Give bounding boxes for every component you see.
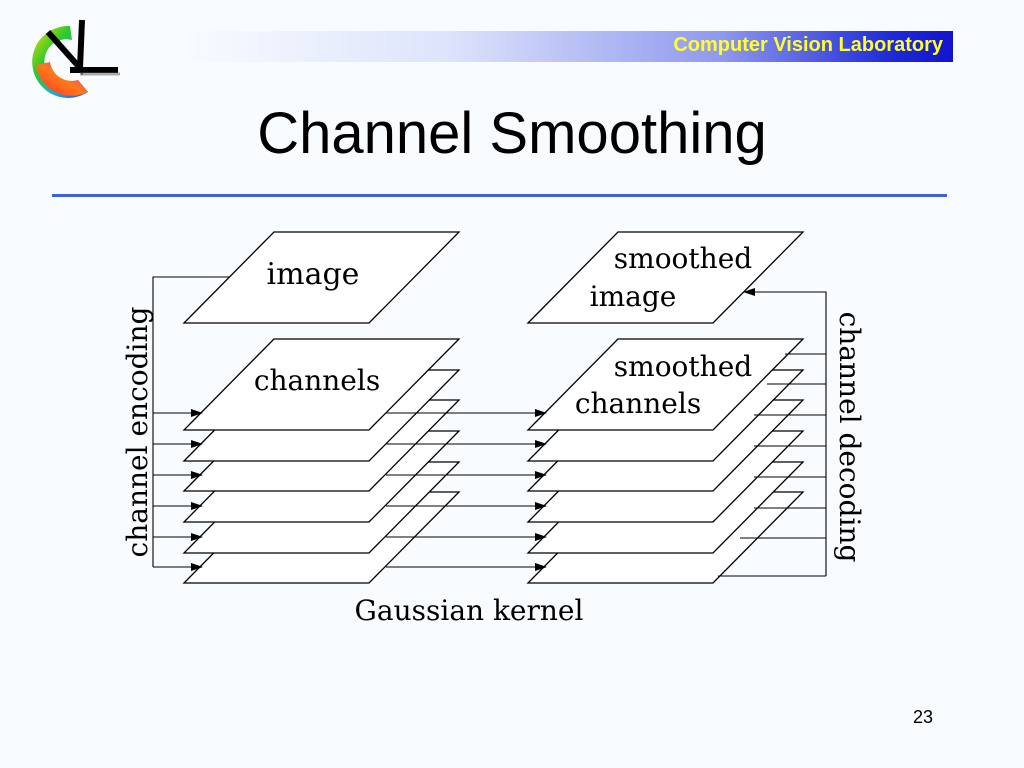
image-plane bbox=[182, 231, 461, 324]
vl-logo-icon bbox=[32, 19, 120, 98]
gaussian-kernel-label: Gaussian kernel bbox=[355, 594, 584, 627]
lab-name: Computer Vision Laboratory bbox=[673, 34, 943, 56]
page-number: 23 bbox=[912, 707, 934, 727]
smoothed-image-label-2: image bbox=[590, 280, 677, 313]
channel-decoding-label: channel decoding bbox=[833, 312, 866, 563]
channels-plane bbox=[182, 338, 461, 431]
channel-encoding-label: channel encoding bbox=[121, 306, 154, 557]
slide-title: Channel Smoothing bbox=[257, 101, 767, 166]
decoding-arrow bbox=[743, 288, 827, 576]
header-band: Computer Vision Laboratory bbox=[180, 31, 953, 62]
smoothed-image-label-1: smoothed bbox=[614, 242, 752, 275]
smoothed-channels-label-1: smoothed bbox=[614, 350, 752, 383]
smoothed-image-plane bbox=[526, 231, 805, 324]
channels-label: channels bbox=[254, 364, 380, 397]
title-rule bbox=[52, 194, 947, 197]
image-label: image bbox=[267, 257, 360, 292]
smoothed-channels-plane bbox=[526, 338, 805, 431]
encoding-link bbox=[152, 276, 229, 567]
smoothed-channels-label-2: channels bbox=[575, 387, 701, 420]
